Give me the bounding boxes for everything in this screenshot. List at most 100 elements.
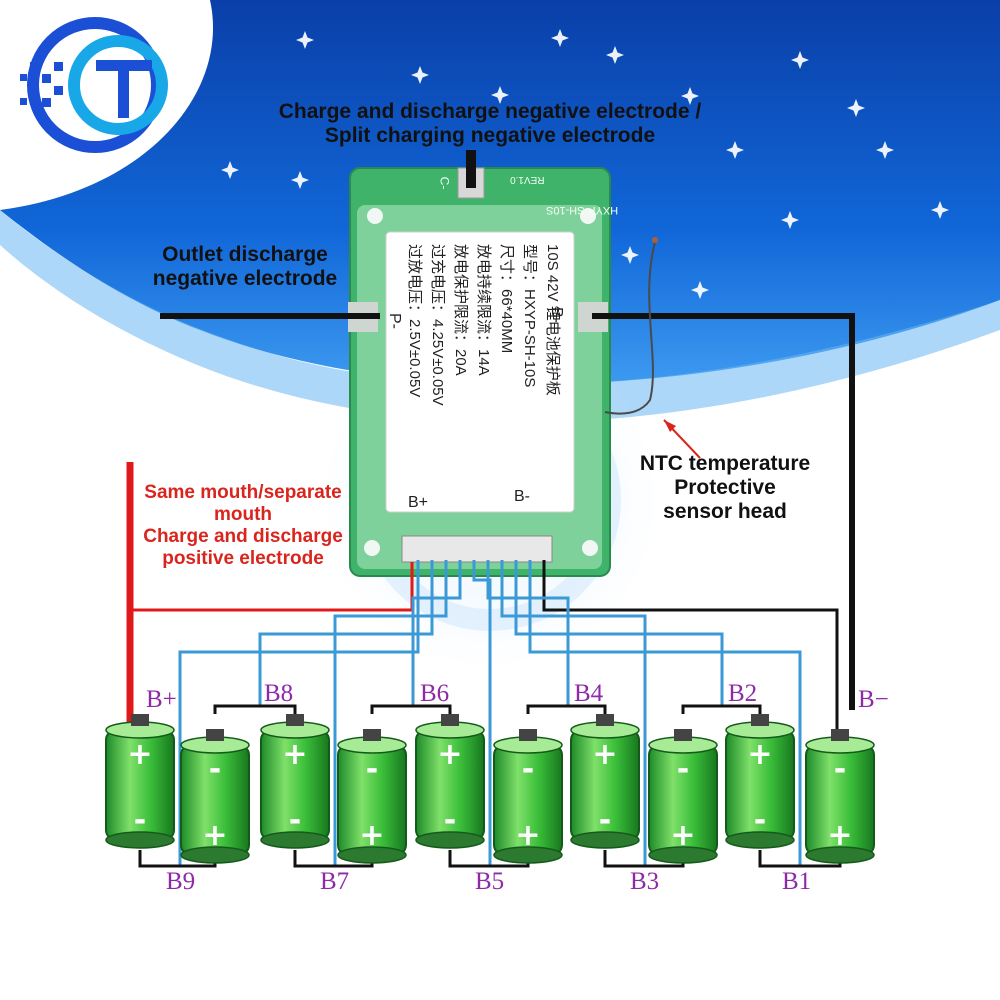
battery-tag: B6 — [420, 680, 450, 707]
outlet-label-line1: Outlet discharge — [162, 243, 328, 266]
battery-sign: - — [677, 752, 689, 787]
spec-line: 放电持续限流：14A — [475, 244, 492, 376]
battery-tag: B3 — [630, 868, 660, 895]
star-icon — [876, 141, 894, 159]
balance-wire — [514, 560, 724, 706]
logo-icon — [0, 0, 214, 210]
battery-cell: +- — [260, 714, 330, 849]
top-label: Charge and discharge negative electrode … — [250, 100, 730, 148]
outlet-label: Outlet discharge negative electrode — [130, 243, 360, 291]
star-icon — [296, 31, 314, 49]
spec-line: 型号：HXYP-SH-10S — [521, 244, 538, 388]
star-icon — [621, 246, 639, 264]
red-label-line3: Charge and discharge — [143, 525, 343, 547]
series-link-wire — [681, 704, 762, 718]
battery-sign: + — [202, 818, 227, 853]
top-label-line1: Charge and discharge negative electrode … — [278, 100, 702, 123]
star-icon — [847, 99, 865, 117]
star-icon — [681, 87, 699, 105]
spec-line: 放电保护限流：20A — [452, 244, 469, 376]
battery-sign: - — [834, 752, 846, 787]
red-label-line1: Same mouth/separate — [144, 482, 342, 503]
outlet-label-line2: negative electrode — [152, 267, 338, 291]
balance-wire — [472, 560, 492, 866]
battery-sign: - — [134, 803, 146, 838]
balance-wire — [500, 560, 647, 866]
series-link-wire — [213, 704, 297, 718]
battery-sign: + — [127, 737, 152, 772]
star-icon — [551, 29, 569, 47]
battery-sign: - — [522, 752, 534, 787]
board-b-plus: B+ — [408, 494, 429, 511]
balance-connector — [401, 535, 553, 563]
series-link-wire — [526, 704, 607, 718]
battery-sign: + — [747, 737, 772, 772]
red-label-line2: mouth — [213, 503, 273, 525]
battery-cell: +- — [415, 714, 485, 849]
star-icon — [221, 161, 239, 179]
battery-cell: -+ — [493, 729, 563, 864]
battery-cell: +- — [105, 714, 175, 849]
battery-tag: B8 — [264, 680, 294, 707]
battery-cell: +- — [570, 714, 640, 849]
battery-sign: - — [366, 752, 378, 787]
ntc-label-line3: sensor head — [663, 500, 787, 524]
battery-cells: +--++--++--++--++--+ — [105, 714, 875, 864]
battery-tag: B2 — [728, 680, 758, 707]
battery-sign: + — [592, 737, 617, 772]
red-label-line4: positive electrode — [162, 547, 324, 569]
battery-tag: B9 — [166, 868, 196, 895]
sky-swoosh — [0, 210, 1000, 423]
series-link-wire — [370, 704, 452, 718]
star-icon — [491, 86, 509, 104]
battery-tag: B+ — [146, 686, 177, 713]
spec-line: 10S 42V 锂电池保护板 — [544, 244, 561, 396]
positive-electrode-label: Same mouth/separate mouth Charge and dis… — [136, 482, 350, 569]
battery-sign: - — [754, 803, 766, 838]
battery-cell: -+ — [805, 729, 875, 864]
battery-tag: B− — [858, 686, 889, 713]
battery-cell: -+ — [648, 729, 718, 864]
balance-wire — [333, 560, 448, 866]
board-b-minus-bottom: B- — [514, 488, 530, 505]
battery-tag: B1 — [782, 868, 812, 895]
spec-line: 过放电压：2.5V±0.05V — [406, 244, 423, 398]
board-c-minus: C- — [437, 176, 452, 190]
battery-sign: - — [289, 803, 301, 838]
spec-line: 过充电压：4.25V±0.05V — [429, 244, 446, 406]
star-icons — [221, 29, 949, 299]
star-icon — [726, 141, 744, 159]
battery-tag: B5 — [475, 868, 505, 895]
spec-lines: 10S 42V 锂电池保护板型号：HXYP-SH-10S 尺寸：66*40MM 放电… — [388, 240, 568, 500]
ntc-label-line1: NTC temperature — [639, 452, 811, 475]
battery-cell: -+ — [180, 729, 250, 864]
spec-label — [385, 231, 575, 513]
star-icon — [691, 281, 709, 299]
battery-sign: + — [670, 818, 695, 853]
board-rev-text: REV1.0 — [510, 174, 545, 185]
top-label-line2: Split charging negative electrode — [324, 124, 656, 148]
star-icon — [781, 211, 799, 229]
battery-sign: + — [359, 818, 384, 853]
battery-sign: - — [444, 803, 456, 838]
battery-sign: + — [827, 818, 852, 853]
star-icon — [606, 46, 624, 64]
star-icon — [291, 171, 309, 189]
star-icon — [411, 66, 429, 84]
balance-wire — [411, 560, 462, 706]
battery-sign: + — [515, 818, 540, 853]
battery-tag: B7 — [320, 868, 350, 895]
bms-board — [348, 150, 611, 577]
balance-wire — [528, 560, 802, 866]
battery-sign: + — [437, 737, 462, 772]
battery-sign: + — [282, 737, 307, 772]
battery-cell: -+ — [337, 729, 407, 864]
star-icon — [931, 201, 949, 219]
battery-sign: - — [599, 803, 611, 838]
spec-line: 尺寸：66*40MM — [498, 244, 515, 354]
ntc-label-line2: Protective — [674, 476, 776, 500]
ntc-label: NTC temperature Protective sensor head — [620, 452, 830, 524]
star-icon — [791, 51, 809, 69]
battery-cell: +- — [725, 714, 795, 849]
